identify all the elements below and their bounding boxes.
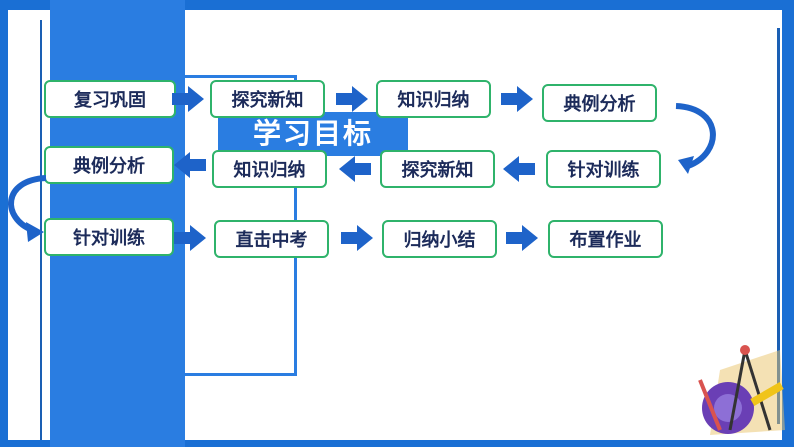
arrow-left-icon	[339, 156, 371, 182]
step-review[interactable]: 复习巩固	[44, 80, 176, 118]
arrow-left-icon	[174, 152, 206, 178]
step-practice-2[interactable]: 针对训练	[44, 218, 174, 256]
step-examples-2[interactable]: 典例分析	[44, 146, 174, 184]
geometry-tools-icon	[698, 345, 785, 435]
step-explore-2[interactable]: 探究新知	[380, 150, 495, 188]
left-rule	[40, 20, 42, 440]
arrow-right-icon	[172, 86, 204, 112]
arrow-left-icon	[503, 156, 535, 182]
step-examples[interactable]: 典例分析	[542, 84, 657, 122]
arrow-right-icon	[501, 86, 533, 112]
step-explore[interactable]: 探究新知	[210, 80, 325, 118]
right-rule	[777, 28, 780, 424]
step-summary-2[interactable]: 知识归纳	[212, 150, 327, 188]
step-summary[interactable]: 知识归纳	[376, 80, 491, 118]
arrow-right-icon	[341, 225, 373, 251]
step-exam[interactable]: 直击中考	[214, 220, 329, 258]
step-wrapup[interactable]: 归纳小结	[382, 220, 497, 258]
curve-arrow-icon	[675, 103, 716, 174]
goal-title: 学习目标	[218, 112, 408, 156]
arrow-right-icon	[174, 225, 206, 251]
arrow-right-icon	[336, 86, 368, 112]
arrow-right-icon	[506, 225, 538, 251]
step-homework[interactable]: 布置作业	[548, 220, 663, 258]
step-practice[interactable]: 针对训练	[546, 150, 661, 188]
curve-arrow-icon	[8, 175, 47, 242]
